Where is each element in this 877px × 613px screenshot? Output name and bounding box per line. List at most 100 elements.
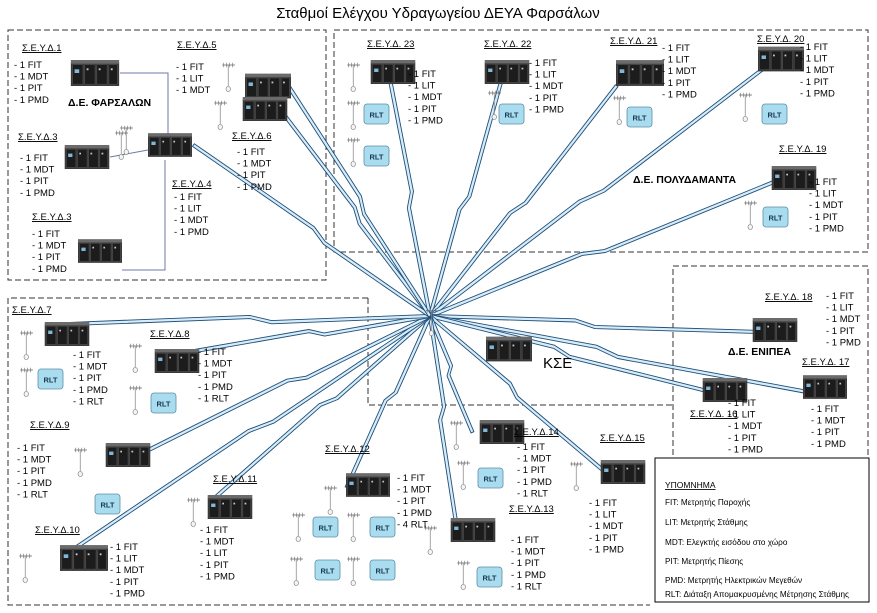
antenna-icon	[119, 125, 134, 155]
rtu-cabinet-icon	[803, 375, 847, 399]
equipment-item: - 1 MDT	[408, 92, 443, 103]
equipment-item: - 1 RLT	[517, 488, 548, 499]
station-name: Σ.Ε.Υ.Δ.1	[22, 43, 62, 54]
equipment-item: - 1 LIT	[589, 510, 617, 521]
rtu-cabinet-icon	[758, 46, 804, 72]
station-s6	[213, 97, 288, 130]
legend-title: ΥΠΟΜΝΗΜΑ	[665, 480, 716, 490]
equipment-item: - 1 MDT	[517, 454, 552, 465]
antenna-icon	[346, 512, 361, 542]
station-s3b	[78, 238, 122, 264]
equipment-item: - 1 MDT	[511, 547, 546, 558]
station-s18	[752, 318, 798, 342]
station-s1	[70, 60, 120, 86]
equipment-item: - 1 FIT	[176, 62, 204, 73]
rlt-box-label: RLT	[375, 567, 389, 576]
legend-item-pmd: PMD: Μετρητής Ηλεκτρικών Μεγεθών	[665, 576, 802, 585]
equipment-item: - 1 MDT	[32, 241, 67, 252]
station-name: Σ.Ε.Υ.Δ.8	[150, 329, 190, 340]
antenna-icon	[18, 553, 33, 583]
equipment-item: - 1 MDT	[110, 565, 145, 576]
antenna-icon	[19, 367, 34, 397]
equipment-item: - 1 PMD	[408, 115, 443, 126]
radio-link-s12	[344, 314, 432, 489]
equipment-item: - 1 LIT	[408, 81, 436, 92]
equipment-item: - 1 FIT	[728, 398, 756, 409]
legend-item-pit: PIT: Μετρητής Πίεσης	[665, 557, 743, 566]
station-name: Σ.Ε.Υ.Δ. 19	[779, 144, 826, 155]
equipment-item: - 1 PMD	[198, 382, 233, 393]
rtu-cabinet-icon	[600, 460, 646, 484]
wire-s3a-s4	[109, 149, 149, 158]
equipment-item: - 1 FIT	[826, 291, 854, 302]
equipment-item: - 1 PMD	[728, 444, 763, 455]
station-s5	[221, 62, 291, 99]
rlt-box-label: RLT	[768, 214, 782, 223]
wired-links	[109, 72, 169, 271]
equipment-item: - 1 PIT	[809, 212, 838, 223]
equipment-item: - 1 PIT	[198, 370, 227, 381]
station-name: Σ.Ε.Υ.Δ.10	[35, 525, 80, 536]
radio-link-s20	[428, 59, 776, 318]
equipment-item: - 1 MDT	[589, 521, 624, 532]
equipment-item: - 1 FIT	[529, 58, 557, 69]
equipment-item: - 1 LIT	[826, 303, 854, 314]
equipment-item: - 1 FIT	[32, 229, 60, 240]
rlt-box-label: RLT	[43, 376, 57, 385]
equipment-item: - 1 LIT	[809, 189, 837, 200]
rlt-box-label: RLT	[767, 111, 781, 120]
equipment-item: - 1 MDT	[397, 485, 432, 496]
station-name: Σ.Ε.Υ.Δ.7	[12, 305, 52, 316]
equipment-item: - 1 PMD	[14, 95, 49, 106]
wire-s1-s4	[120, 72, 169, 140]
equipment-item: - 1 PMD	[589, 544, 624, 555]
rtu-cabinet-icon	[105, 443, 151, 467]
radio-link-s22	[428, 74, 505, 317]
diagram-title: Σταθμοί Ελέγχου Υδραγωγείου ΔΕΥΑ Φαρσάλω…	[276, 5, 599, 22]
equipment-item: - 1 FIT	[73, 350, 101, 361]
antenna-icon	[346, 62, 361, 92]
equipment-item: - 1 PMD	[811, 439, 846, 450]
equipment-item: - 1 PIT	[728, 433, 757, 444]
radio-link-s21	[428, 84, 619, 318]
equipment-item: - 1 LIT	[176, 74, 204, 85]
equipment-item: - 1 LIT	[662, 55, 690, 66]
equipment-item: - 1 PMD	[529, 104, 564, 115]
antenna-icon	[221, 62, 236, 92]
antenna-icon	[456, 560, 471, 590]
rlt-box-label: RLT	[369, 153, 383, 162]
radio-links	[69, 59, 808, 553]
region-label-polydamanta: Δ.Ε. ΠΟΛΥΔΑΜΑΝΤΑ	[633, 174, 737, 186]
station-s9: RLT	[73, 443, 151, 515]
antenna-icon	[456, 460, 471, 490]
equipment-item: - 1 FIT	[408, 69, 436, 80]
region-frame-south	[7, 297, 650, 606]
antenna-icon	[569, 461, 584, 491]
station-name: Σ.Ε.Υ.Δ. 22	[484, 39, 531, 50]
station-name: Σ.Ε.Υ.Δ. 21	[610, 36, 657, 47]
equipment-item: - 1 PMD	[20, 188, 55, 199]
equipment-item: - 1 FIT	[174, 192, 202, 203]
equipment-item: - 1 LIT	[110, 554, 138, 565]
region-label-enipea: Δ.Ε. ΕΝΙΠΕΑ	[728, 346, 791, 358]
antenna-icon	[743, 200, 758, 230]
equipment-item: - 1 RLT	[198, 393, 229, 404]
station-s15	[569, 460, 646, 491]
equipment-item: - 1 PIT	[200, 560, 229, 571]
equipment-item: - 1 MDT	[826, 314, 861, 325]
equipment-item: - 1 PIT	[517, 465, 546, 476]
rtu-cabinet-icon	[148, 133, 192, 157]
equipment-item: - 1 MDT	[811, 416, 846, 427]
rlt-box-icon	[498, 103, 525, 125]
rlt-box-label: RLT	[483, 475, 497, 484]
rtu-cabinet-icon	[346, 473, 390, 497]
legend-item-fit: FIT: Μετρητής Παροχής	[665, 498, 750, 507]
rlt-box-icon	[314, 559, 341, 581]
antenna-icon	[73, 447, 88, 477]
station-name: Σ.Ε.Υ.Δ.6	[232, 131, 272, 142]
station-name: Σ.Ε.Υ.Δ.12	[325, 444, 370, 455]
station-s11	[186, 495, 253, 527]
